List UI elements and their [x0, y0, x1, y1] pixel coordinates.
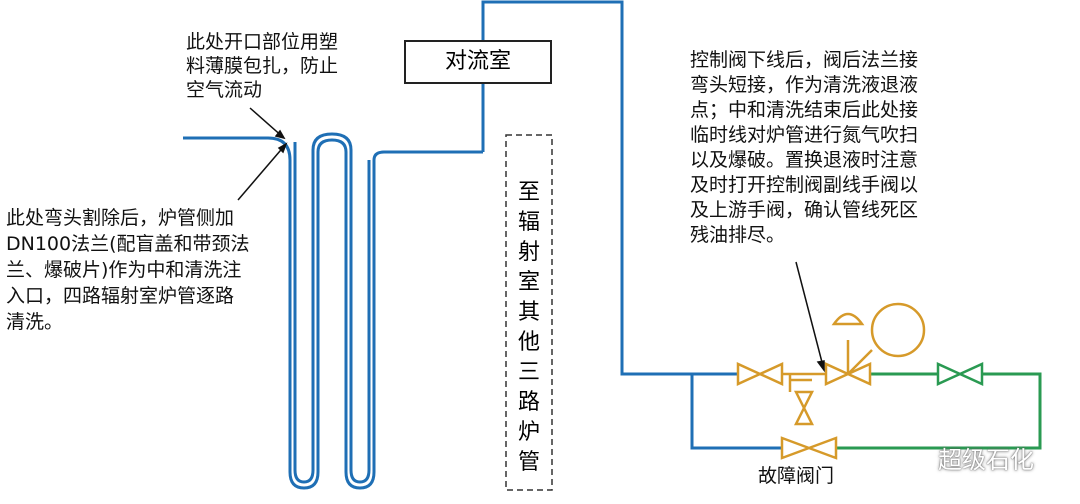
note-line: 及时打开控制阀副线手阀以: [690, 174, 919, 196]
note-line: 以及爆破。置换退液时注意: [690, 149, 919, 171]
vchar: 路: [517, 390, 540, 415]
radiation-room-box: [505, 134, 553, 491]
control-valve: [824, 362, 872, 386]
vchar: 辐: [517, 210, 540, 235]
note-line: DN100法兰(配盲盖和带颈法: [6, 233, 250, 255]
note-line: 清洗。: [6, 311, 64, 333]
control-valve-group: [736, 312, 872, 426]
vchar: 管: [517, 450, 540, 475]
convection-room-box: 对流室: [404, 40, 552, 84]
fault-valve: [780, 436, 838, 460]
drain-valve: [793, 390, 815, 426]
note-line: 控制阀下线后，阀后法兰接: [690, 49, 919, 71]
vchar: 室: [517, 270, 540, 295]
note-line: 入口，四路辐射室炉管逐路: [6, 285, 235, 307]
note-line: 临时线对炉管进行氮气吹扫: [690, 124, 919, 146]
leader-arrows: [237, 107, 825, 373]
fault-valve-label: 故障阀门: [758, 465, 835, 487]
note-line: 此处开口部位用塑: [186, 31, 339, 53]
note-line: 料薄膜包扎，防止: [186, 55, 339, 77]
note-line: 空气流动: [186, 79, 263, 101]
top-left-note: 此处开口部位用塑 料薄膜包扎，防止 空气流动: [186, 30, 338, 102]
note-line: 及上游手阀，确认管线死区: [690, 199, 919, 221]
positioner-icon: [870, 302, 926, 358]
right-note: 控制阀下线后，阀后法兰接 弯头短接，作为清洗液退液 点；中和清洗结束后此处接 临…: [690, 48, 918, 248]
green-pipes: [836, 372, 1042, 450]
radiation-room-label: 至 辐 射 室 其 他 三 路 炉 管: [506, 178, 552, 478]
vchar: 其: [517, 300, 540, 325]
actuator-dome: [831, 312, 865, 326]
note-line: 残油排尽。: [690, 224, 786, 246]
left-note: 此处弯头割除后，炉管侧加 DN100法兰(配盲盖和带颈法 兰、爆破片)作为中和清…: [6, 205, 250, 335]
vchar: 炉: [517, 420, 540, 445]
convection-room-label: 对流室: [444, 49, 511, 74]
note-line: 此处弯头割除后，炉管侧加: [6, 207, 235, 229]
note-line: 点；中和清洗结束后此处接: [690, 99, 919, 121]
vchar: 至: [517, 180, 540, 205]
upstream-hand-valve: [736, 362, 784, 386]
vchar: 他: [517, 330, 540, 355]
vchar: 三: [517, 360, 540, 385]
note-line: 弯头短接，作为清洗液退液: [690, 74, 919, 96]
watermark: 超级石化: [938, 446, 1034, 474]
actuator-link: [847, 349, 873, 375]
note-line: 兰、爆破片)作为中和清洗注: [6, 259, 242, 281]
green-gate-valve: [936, 362, 984, 386]
vchar: 射: [517, 240, 540, 265]
